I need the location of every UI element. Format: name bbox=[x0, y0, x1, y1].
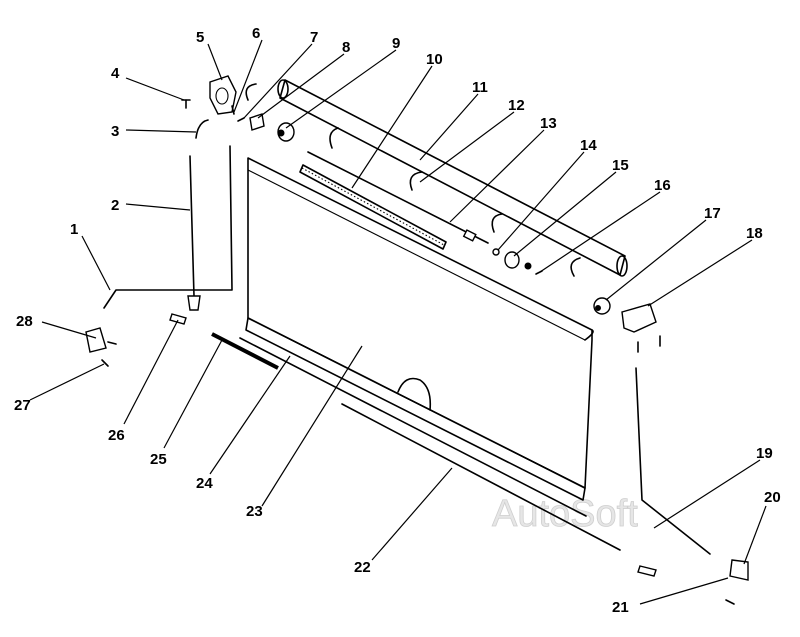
part-12-clips bbox=[245, 83, 581, 277]
part-9-end-cap bbox=[277, 122, 295, 142]
callout-8: 8 bbox=[342, 39, 350, 56]
part-8-bushing bbox=[249, 113, 265, 131]
callout-27: 27 bbox=[14, 397, 31, 414]
callout-13: 13 bbox=[540, 115, 557, 132]
callout-22: 22 bbox=[354, 559, 371, 576]
leader-lines bbox=[29, 39, 767, 605]
part-14-washer bbox=[492, 248, 500, 256]
callout-14: 14 bbox=[580, 137, 597, 154]
part-6-screw bbox=[231, 105, 235, 115]
part-11-upper-tube bbox=[277, 79, 628, 277]
part-4-screw bbox=[181, 99, 191, 109]
callout-21: 21 bbox=[612, 599, 629, 616]
callout-6: 6 bbox=[252, 25, 260, 42]
part-28-bracket bbox=[85, 327, 117, 353]
watermark-text: AutoSoft bbox=[492, 493, 638, 535]
callout-5: 5 bbox=[196, 29, 204, 46]
callout-20: 20 bbox=[764, 489, 781, 506]
callout-16: 16 bbox=[654, 177, 671, 194]
part-15-cap bbox=[504, 251, 532, 270]
callout-numbers: 1 2 3 4 5 6 7 8 9 10 11 12 13 14 15 16 1… bbox=[14, 25, 781, 616]
part-25-strip bbox=[211, 332, 279, 370]
callout-24: 24 bbox=[196, 475, 213, 492]
part-13-rod bbox=[307, 151, 489, 244]
callout-15: 15 bbox=[612, 157, 629, 174]
part-3-hook bbox=[195, 119, 209, 139]
callout-17: 17 bbox=[704, 205, 721, 222]
callout-18: 18 bbox=[746, 225, 763, 242]
part-27-screw bbox=[101, 359, 109, 367]
part-26-pin bbox=[169, 313, 187, 325]
callout-1: 1 bbox=[70, 221, 78, 238]
part-19-right-rod bbox=[635, 367, 711, 555]
part-10-spring bbox=[299, 164, 447, 250]
part-1-bent-rod bbox=[103, 145, 233, 309]
callout-19: 19 bbox=[756, 445, 773, 462]
callout-11: 11 bbox=[472, 79, 488, 96]
callout-26: 26 bbox=[108, 427, 125, 444]
part-23-screen-panel bbox=[245, 157, 594, 501]
callout-28: 28 bbox=[16, 313, 33, 330]
callout-2: 2 bbox=[111, 197, 119, 214]
part-7-pin bbox=[237, 117, 245, 122]
callout-7: 7 bbox=[310, 29, 318, 46]
callout-10: 10 bbox=[426, 51, 443, 68]
part-24-lower-rod bbox=[239, 337, 587, 517]
part-20-bracket bbox=[729, 559, 749, 581]
callout-12: 12 bbox=[508, 97, 525, 114]
part-22-long-rod bbox=[341, 403, 621, 551]
callout-3: 3 bbox=[111, 123, 119, 140]
callout-25: 25 bbox=[150, 451, 167, 468]
part-18-bracket bbox=[621, 303, 661, 353]
callout-4: 4 bbox=[111, 65, 120, 82]
part-17-round-cap bbox=[593, 297, 611, 315]
part-bottom-pin bbox=[637, 565, 657, 577]
callout-9: 9 bbox=[392, 35, 400, 52]
part-2-rod-weight bbox=[187, 155, 201, 311]
part-21-screw bbox=[725, 599, 735, 605]
callout-23: 23 bbox=[246, 503, 263, 520]
part-5-bracket bbox=[209, 75, 237, 115]
